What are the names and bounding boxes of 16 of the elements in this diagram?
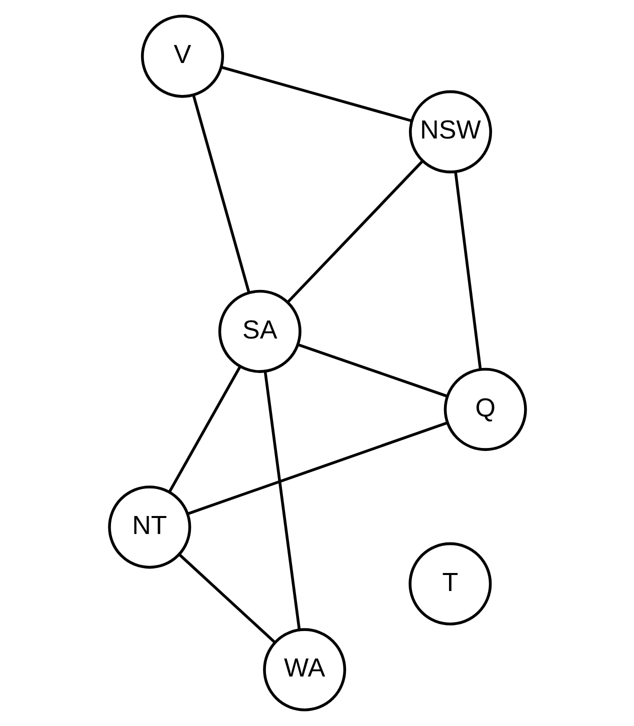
connector (286, 160, 423, 303)
connector (454, 172, 482, 370)
node-circle: T (408, 542, 492, 626)
connector (220, 66, 412, 122)
node-circle: SA (218, 290, 301, 373)
connector (192, 95, 250, 293)
connector (297, 343, 447, 398)
node-circle: NT (108, 486, 191, 569)
node-circle: WA (262, 628, 346, 712)
connector (178, 554, 276, 644)
connector (187, 421, 448, 515)
node-circle: V (140, 14, 224, 98)
node-circle: Q (443, 368, 526, 451)
connector (263, 371, 300, 630)
node-circle: NSW (408, 90, 492, 174)
connector (168, 366, 241, 493)
